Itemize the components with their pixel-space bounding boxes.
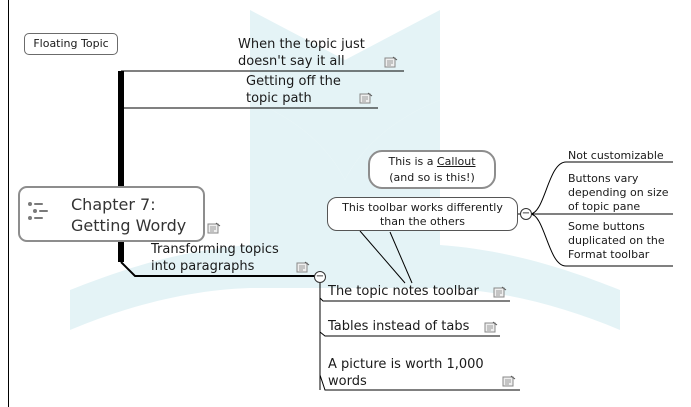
collapse-icon[interactable]: − xyxy=(520,208,532,220)
note-icon[interactable] xyxy=(493,286,507,298)
subtopic-notes-toolbar[interactable]: The topic notes toolbar xyxy=(328,284,479,299)
some-buttons-line1: Some buttons xyxy=(568,220,645,233)
picture-line2: words xyxy=(328,374,367,389)
subtopic-not-customizable[interactable]: Not customizable xyxy=(568,149,664,162)
left-frame-edge xyxy=(8,0,9,407)
branch-when-line2: doesn't say it all xyxy=(238,54,345,69)
toolbar-topic[interactable]: This toolbar works differently than the … xyxy=(327,197,518,231)
buttons-vary-line2: depending on size xyxy=(568,186,669,199)
branch-when-line1: When the topic just xyxy=(238,37,365,52)
buttons-vary-line1: Buttons vary xyxy=(568,172,639,185)
some-buttons-line2: duplicated on the xyxy=(568,234,665,247)
callout-line1: This is a Callout xyxy=(370,154,494,170)
branch-transforming[interactable]: Transforming topics into paragraphs xyxy=(151,241,279,275)
subtopic-tables[interactable]: Tables instead of tabs xyxy=(328,319,470,334)
picture-line1: A picture is worth 1,000 xyxy=(328,357,484,372)
note-icon[interactable] xyxy=(384,56,398,68)
callout-prefix: This is a xyxy=(388,155,437,168)
floating-topic[interactable]: Floating Topic xyxy=(24,33,118,55)
buttons-vary-line3: of topic pane xyxy=(568,200,641,213)
subtopic-picture[interactable]: A picture is worth 1,000 words xyxy=(328,356,484,390)
note-icon[interactable] xyxy=(484,321,498,333)
subtopic-some-buttons[interactable]: Some buttons duplicated on the Format to… xyxy=(568,220,665,262)
bullets-icon xyxy=(28,202,48,220)
note-icon[interactable] xyxy=(502,375,516,387)
branch-when-topic[interactable]: When the topic just doesn't say it all xyxy=(238,36,365,70)
note-icon[interactable] xyxy=(296,261,310,273)
collapse-icon[interactable]: − xyxy=(314,271,326,283)
branch-getting-off-line2: topic path xyxy=(246,91,312,106)
toolbar-topic-line1: This toolbar works differently xyxy=(342,201,503,214)
branch-getting-off-line1: Getting off the xyxy=(246,74,341,89)
callout-line2: (and so is this!) xyxy=(389,171,475,184)
some-buttons-line3: Format toolbar xyxy=(568,248,650,261)
note-icon[interactable] xyxy=(207,222,221,234)
callout-topic[interactable]: This is a Callout (and so is this!) xyxy=(368,150,496,189)
central-topic-line2: Getting Wordy xyxy=(71,216,187,235)
callout-link[interactable]: Callout xyxy=(436,155,476,168)
central-topic[interactable]: Chapter 7: Getting Wordy xyxy=(18,186,205,242)
toolbar-topic-line2: than the others xyxy=(379,215,466,228)
subtopic-buttons-vary[interactable]: Buttons vary depending on size of topic … xyxy=(568,172,669,214)
branch-transforming-line1: Transforming topics xyxy=(151,242,279,257)
branch-transforming-line2: into paragraphs xyxy=(151,259,255,274)
central-topic-line1: Chapter 7: xyxy=(71,195,156,214)
central-topic-text: Chapter 7: Getting Wordy xyxy=(71,194,186,236)
note-icon[interactable] xyxy=(359,92,373,104)
branch-getting-off[interactable]: Getting off the topic path xyxy=(246,73,341,107)
